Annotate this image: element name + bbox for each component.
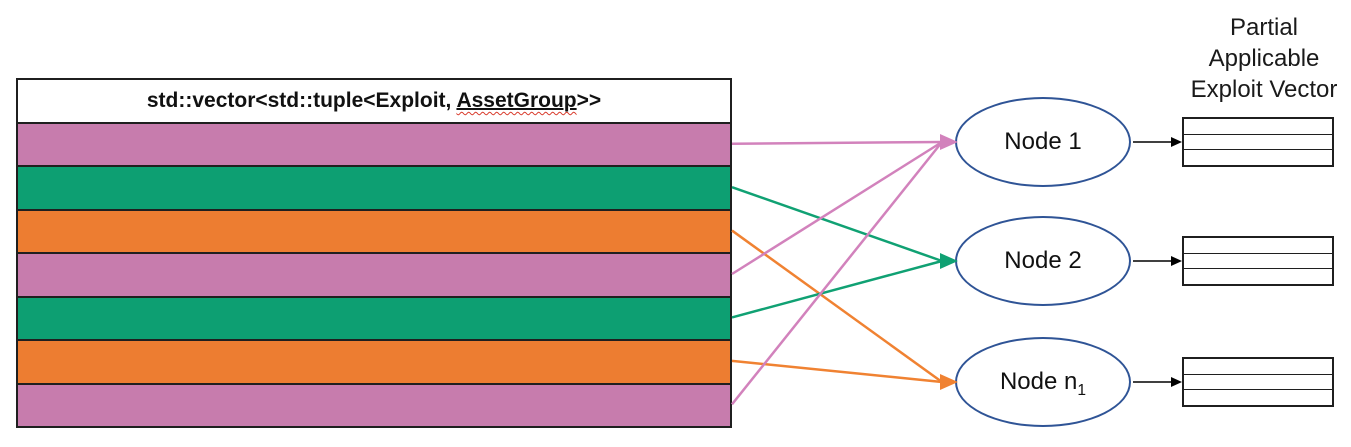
partial-vector-cell [1184,389,1332,405]
connector-arrowhead-node2 [1171,256,1182,266]
edge-row6-to-node3 [731,359,943,384]
node-1-label: Node 1 [1004,128,1082,155]
vector-row-7 [18,382,730,426]
edge-row7-to-node1 [731,141,943,406]
partial-vector-cell [1184,373,1332,390]
vector-header: std::vector<std::tuple<Exploit, AssetGro… [18,80,730,122]
edge-row3-to-node3 [731,229,943,384]
edge-row5-to-node2 [731,259,943,319]
exploit-vector-box: std::vector<std::tuple<Exploit, AssetGro… [16,78,732,428]
vector-row-2 [18,165,730,209]
vector-row-4 [18,252,730,296]
edge-row2-to-node2 [731,185,943,263]
partial-vector-cell [1184,133,1332,150]
misspelled-word: AssetGroup [456,89,577,112]
partial-vector-table-2 [1182,236,1334,286]
header-suffix: >> [576,89,602,112]
partial-vector-cell [1184,359,1332,374]
partial-vector-cell [1184,119,1332,134]
partial-vector-cell [1184,238,1332,253]
node-n1-label: Node n1 [999,368,1087,399]
vector-header-text: std::vector<std::tuple<Exploit, AssetGro… [147,89,601,113]
vector-row-6 [18,339,730,383]
partial-vector-cell [1184,268,1332,284]
vector-row-3 [18,208,730,253]
edge-row4-to-node1 [731,140,943,276]
header-prefix: std::vector<std::tuple<Exploit, [146,89,457,112]
vector-row-1 [18,122,730,166]
node-2-ellipse: Node 2 [955,216,1131,306]
partial-vector-cell [1184,149,1332,165]
vector-rows [18,122,730,426]
partial-vector-cell [1184,252,1332,269]
connector-arrowhead-node3 [1171,377,1182,387]
misspelled-underline: AssetGroup [456,89,576,112]
node-1-ellipse: Node 1 [955,97,1131,187]
vector-row-5 [18,295,730,340]
node-n1-ellipse: Node n1 [955,337,1131,427]
node-2-label: Node 2 [1004,247,1082,274]
partial-vector-title: Partial Applicable Exploit Vector [1190,14,1338,103]
edge-row1-to-node1 [731,140,943,145]
connector-arrowhead-node1 [1171,137,1182,147]
partial-vector-table-3 [1182,357,1334,407]
partial-vector-table-1 [1182,117,1334,167]
